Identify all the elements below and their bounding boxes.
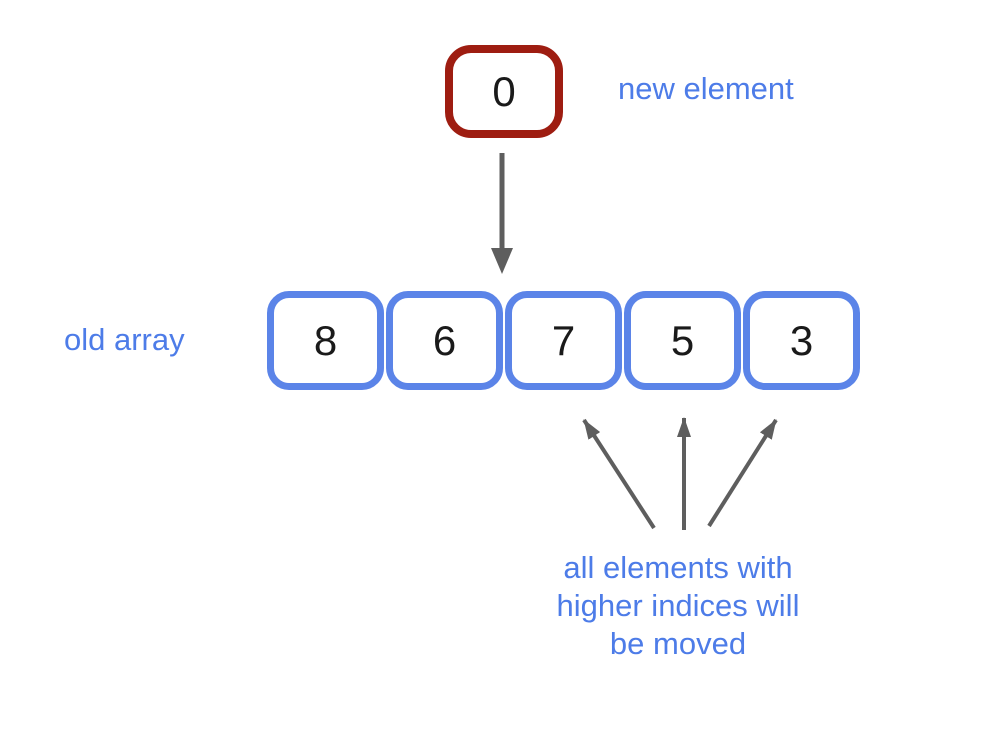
new-element-value: 0 xyxy=(492,67,516,115)
array-cell-value: 6 xyxy=(432,316,457,364)
new-element-label: new element xyxy=(618,71,794,106)
array-cell-3: 5 xyxy=(624,291,741,390)
insert-down-arrow-icon xyxy=(491,153,513,274)
array-cell-value: 5 xyxy=(670,316,695,364)
array-cell-0: 8 xyxy=(267,291,384,390)
old-array-label: old array xyxy=(64,322,185,357)
caption-line-2: higher indices will xyxy=(556,588,800,623)
array-cell-value: 8 xyxy=(313,316,338,364)
caption-line-3: be moved xyxy=(609,626,747,661)
array-cell-2: 7 xyxy=(505,291,622,390)
array-cell-1: 6 xyxy=(386,291,503,390)
old-array-row: 8 6 7 5 3 xyxy=(267,291,860,390)
shift-caption: all elements with higher indices will be… xyxy=(478,549,878,663)
new-element-box: 0 xyxy=(445,45,563,138)
array-cell-value: 3 xyxy=(789,316,814,364)
array-cell-value: 7 xyxy=(551,316,576,364)
array-cell-4: 3 xyxy=(743,291,860,390)
shift-arrow-right-icon xyxy=(707,418,778,528)
shift-arrow-left-icon xyxy=(582,418,656,530)
caption-line-1: all elements with xyxy=(563,550,793,585)
